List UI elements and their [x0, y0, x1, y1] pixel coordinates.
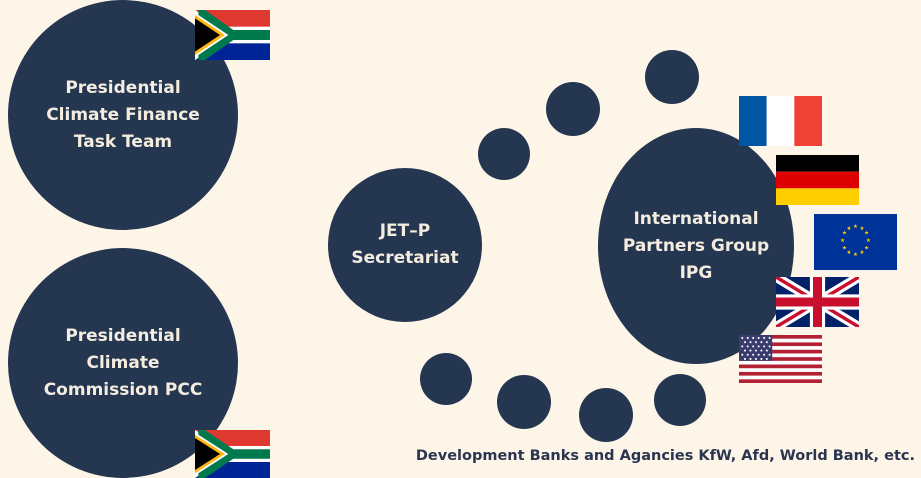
connector-dot [478, 128, 530, 180]
svg-text:★: ★ [847, 249, 852, 256]
svg-text:★: ★ [840, 237, 845, 244]
ipg-circle: International Partners Group IPG [598, 128, 794, 364]
svg-text:★: ★ [859, 249, 864, 256]
connector-dot [497, 375, 551, 429]
connector-dot [654, 374, 706, 426]
jetp-label: JET–P Secretariat [351, 221, 459, 268]
connector-dot [645, 50, 699, 104]
jetp-circle: JET–P Secretariat [328, 168, 482, 322]
svg-text:★: ★ [864, 230, 869, 237]
pcc-label: Presidential Climate Commission PCC [43, 325, 203, 400]
connector-dot [420, 353, 472, 405]
connector-dot [579, 388, 633, 442]
svg-text:★: ★ [853, 223, 858, 230]
european-union-flag: ★ ★ ★ ★ ★ ★ ★ ★ ★ ★ ★ ★ [814, 214, 897, 270]
united-states-flag [739, 335, 822, 383]
svg-text:★: ★ [864, 244, 869, 251]
germany-flag [776, 155, 859, 205]
pcc-circle: Presidential Climate Commission PCC [8, 248, 238, 478]
south-africa-flag-top [195, 10, 270, 60]
svg-text:★: ★ [847, 225, 852, 232]
footer-caption: Development Banks and Agancies KfW, Afd,… [415, 448, 915, 464]
united-kingdom-flag [776, 277, 859, 327]
connector-dot [546, 82, 600, 136]
france-flag [739, 96, 822, 146]
south-africa-flag-bottom [195, 430, 270, 478]
svg-text:★: ★ [859, 225, 864, 232]
ipg-label: International Partners Group IPG [622, 208, 770, 283]
pcftt-label: Presidential Climate Finance Task Team [46, 77, 200, 152]
svg-text:★: ★ [842, 230, 847, 237]
svg-text:★: ★ [853, 251, 858, 258]
svg-text:★: ★ [842, 244, 847, 251]
svg-text:★: ★ [866, 237, 871, 244]
